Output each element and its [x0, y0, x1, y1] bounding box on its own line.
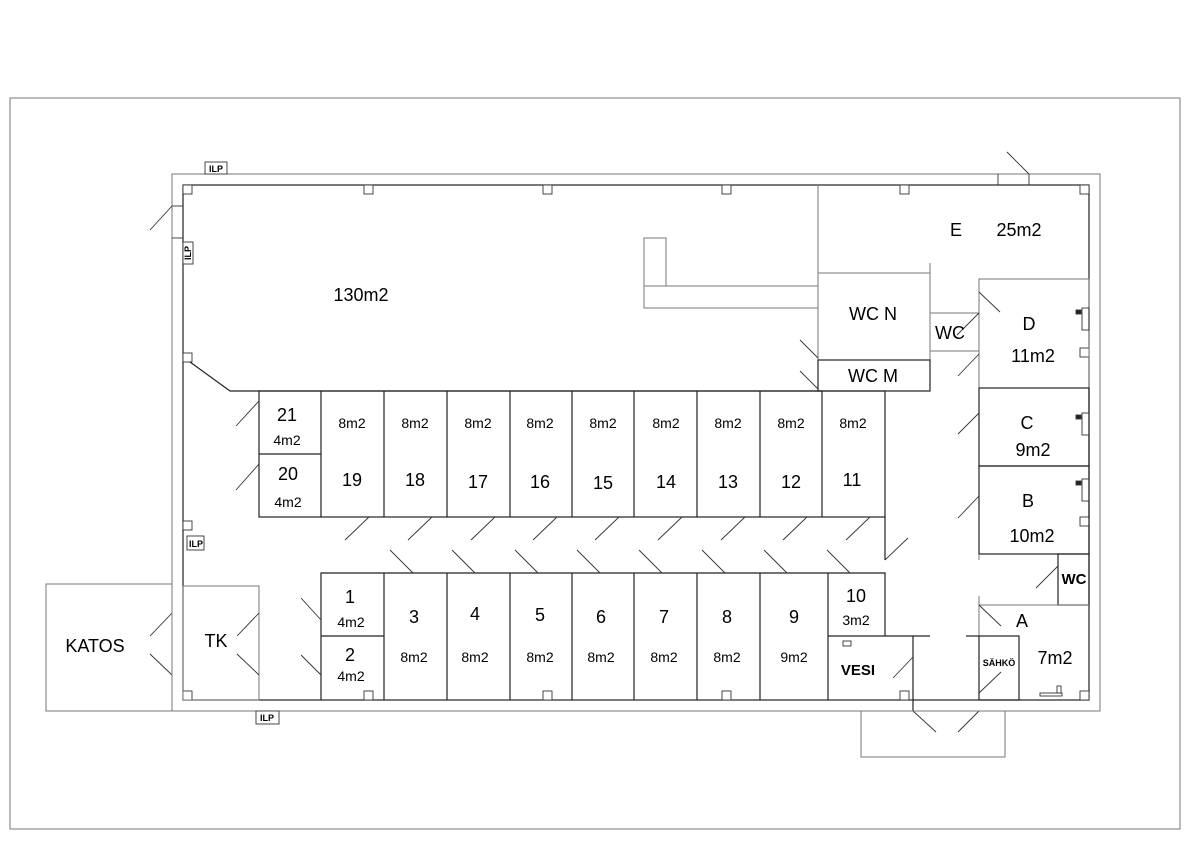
svg-text:8m2: 8m2 [400, 649, 427, 665]
svg-text:4m2: 4m2 [274, 494, 301, 510]
fixture-icons [842, 307, 1090, 697]
svg-text:3: 3 [409, 607, 419, 627]
svg-text:9: 9 [789, 607, 799, 627]
svg-text:8: 8 [722, 607, 732, 627]
entrance-porch [860, 710, 1006, 758]
main-hall-area: 130m2 [333, 285, 388, 305]
bottom-units-grid [182, 572, 930, 711]
svg-text:8m2: 8m2 [650, 649, 677, 665]
top-units-grid [258, 390, 886, 560]
svg-text:1: 1 [345, 587, 355, 607]
svg-text:8m2: 8m2 [713, 649, 740, 665]
svg-text:14: 14 [656, 472, 676, 492]
ilp-label: ILP [183, 246, 193, 260]
svg-text:4m2: 4m2 [337, 614, 364, 630]
svg-text:8m2: 8m2 [461, 649, 488, 665]
room-b-name: B [1022, 491, 1034, 511]
tk-label: TK [204, 631, 227, 651]
svg-text:10: 10 [846, 586, 866, 606]
outer-wall [171, 173, 1101, 712]
svg-text:8m2: 8m2 [714, 415, 741, 431]
svg-text:2: 2 [345, 645, 355, 665]
room-a-name: A [1016, 611, 1028, 631]
bottom-unit-labels: 1 4m2 2 4m2 3 8m2 4 8m2 5 8m2 6 8m2 7 8m… [337, 586, 869, 684]
ilp-label: ILP [260, 713, 274, 723]
ilp-box [186, 535, 205, 551]
svg-text:11: 11 [843, 470, 862, 490]
svg-text:8m2: 8m2 [526, 415, 553, 431]
room-c-name: C [1021, 413, 1034, 433]
svg-text:8m2: 8m2 [777, 415, 804, 431]
svg-text:12: 12 [781, 472, 801, 492]
inner-wall [182, 184, 1090, 701]
katos-label: KATOS [65, 636, 124, 656]
counter [643, 237, 667, 287]
door-swings [149, 291, 1059, 733]
svg-text:8m2: 8m2 [587, 649, 614, 665]
svg-text:8m2: 8m2 [464, 415, 491, 431]
svg-text:21: 21 [277, 405, 297, 425]
svg-text:17: 17 [468, 472, 488, 492]
svg-text:16: 16 [530, 472, 550, 492]
counter [643, 285, 819, 309]
svg-text:8m2: 8m2 [338, 415, 365, 431]
wc-m-label: WC M [848, 366, 898, 386]
entrance-doors [149, 151, 1030, 239]
room-b [978, 465, 1090, 555]
svg-text:6: 6 [596, 607, 606, 627]
wc-right-label: WC [1062, 571, 1087, 588]
wc-n-label: WC N [849, 304, 897, 324]
room-c-area: 9m2 [1015, 440, 1050, 460]
svg-text:19: 19 [342, 470, 362, 490]
vesi-label: VESI [841, 662, 875, 679]
main-hall-wall [189, 361, 822, 392]
svg-text:15: 15 [593, 473, 613, 493]
wc-small-label: WC [935, 323, 965, 343]
sahko-label: SÄHKÖ [983, 658, 1016, 668]
ilp-box [255, 710, 280, 725]
ilp-box [182, 241, 194, 265]
room-e-area: 25m2 [996, 220, 1041, 240]
svg-text:18: 18 [405, 470, 425, 490]
top-unit-labels: 21 4m2 20 4m2 8m2 19 8m2 18 8m2 17 8m2 1… [273, 405, 866, 510]
ilp-label: ILP [189, 539, 203, 549]
pillars [182, 184, 1090, 701]
svg-text:8m2: 8m2 [839, 415, 866, 431]
room-d-area: 11m2 [1011, 346, 1055, 366]
svg-text:3m2: 3m2 [842, 612, 869, 628]
katos-canopy [45, 583, 173, 712]
svg-text:8m2: 8m2 [526, 649, 553, 665]
svg-text:4m2: 4m2 [273, 432, 300, 448]
drawing-frame [9, 97, 1181, 830]
room-d-name: D [1023, 314, 1036, 334]
svg-text:9m2: 9m2 [780, 649, 807, 665]
ilp-box [204, 161, 228, 175]
svg-text:20: 20 [278, 464, 298, 484]
room-b-area: 10m2 [1009, 526, 1054, 546]
room-e-name: E [950, 220, 962, 240]
svg-text:13: 13 [718, 472, 738, 492]
svg-text:5: 5 [535, 605, 545, 625]
sahko-room [978, 635, 1020, 701]
svg-text:7: 7 [659, 607, 669, 627]
svg-text:8m2: 8m2 [652, 415, 679, 431]
svg-text:4m2: 4m2 [337, 668, 364, 684]
svg-text:8m2: 8m2 [401, 415, 428, 431]
room-a-area: 7m2 [1037, 648, 1072, 668]
svg-text:4: 4 [470, 604, 480, 624]
svg-text:8m2: 8m2 [589, 415, 616, 431]
ilp-label: ILP [209, 164, 223, 174]
